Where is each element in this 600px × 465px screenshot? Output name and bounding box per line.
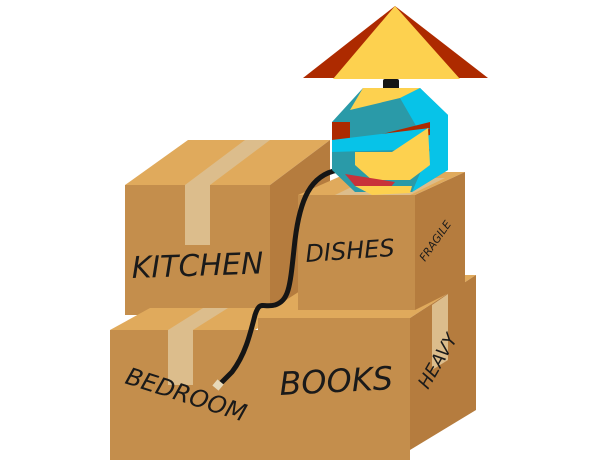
dishes-label: DISHES: [304, 234, 395, 268]
books-label: BOOKS: [278, 359, 393, 403]
tape: [185, 185, 210, 245]
kitchen-label: KITCHEN: [131, 246, 264, 286]
tape: [432, 294, 448, 370]
lamp-cord: [215, 167, 341, 389]
dishes-box: DISHES FRAGILE: [298, 172, 465, 310]
tape: [168, 308, 228, 330]
lamp: [303, 6, 488, 195]
tape: [168, 330, 193, 385]
plug-icon: [212, 379, 224, 391]
tape: [185, 140, 270, 185]
bedroom-box: BEDROOM: [110, 308, 292, 460]
